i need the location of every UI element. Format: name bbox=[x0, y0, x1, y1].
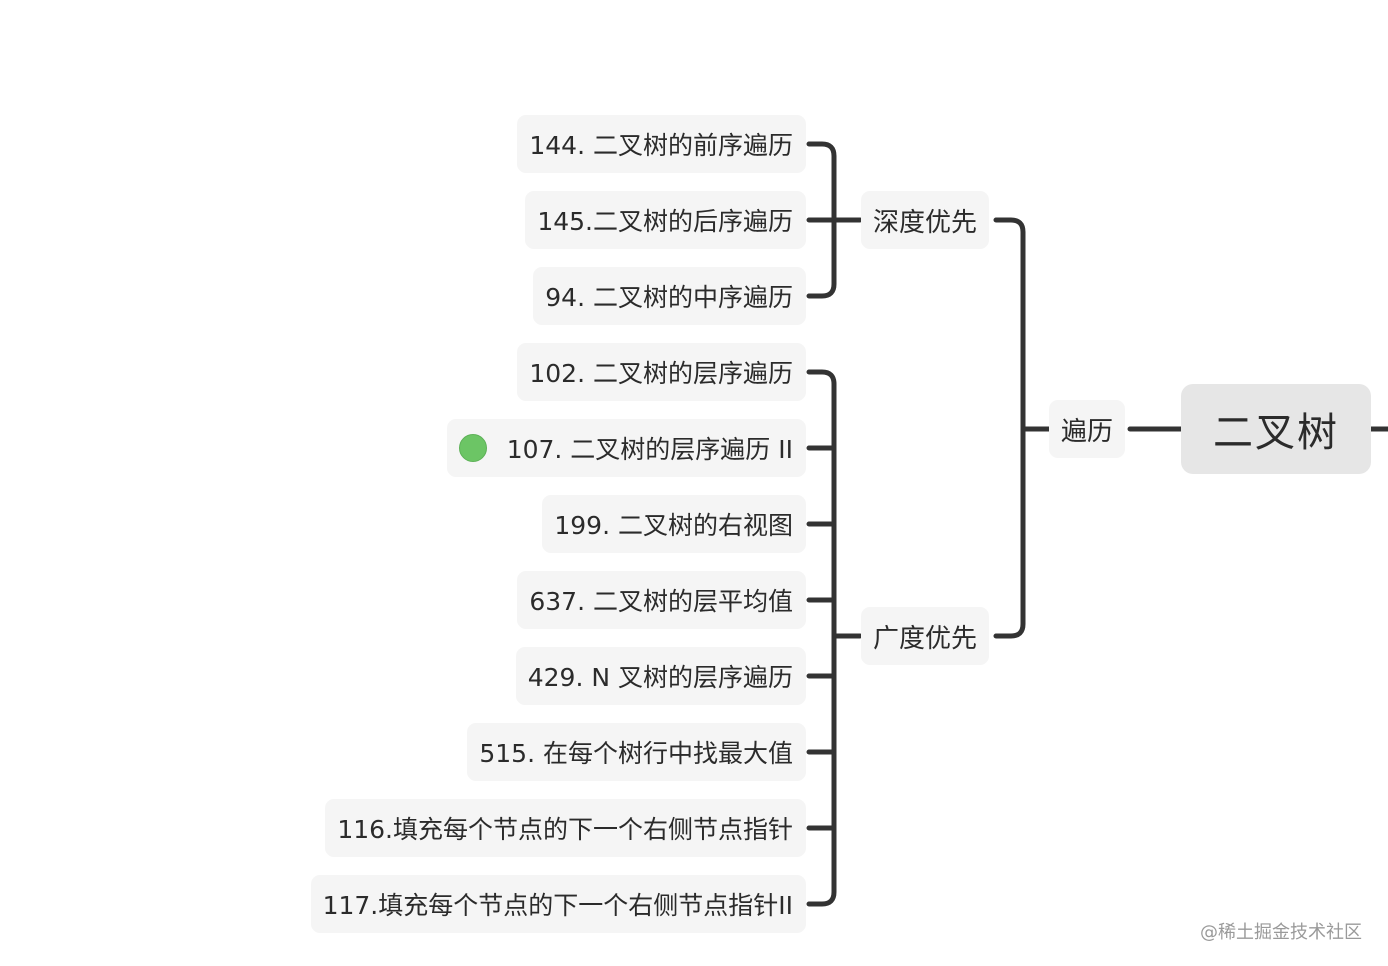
leaf-label: 94. 二叉树的中序遍历 bbox=[545, 283, 793, 312]
leaf-node[interactable]: 144. 二叉树的前序遍历 bbox=[517, 115, 806, 173]
leaf-node[interactable]: 145.二叉树的后序遍历 bbox=[525, 191, 806, 249]
leaf-node[interactable]: 199. 二叉树的右视图 bbox=[542, 495, 806, 553]
leaf-node[interactable]: 107. 二叉树的层序遍历 II bbox=[446, 419, 806, 477]
leaf-node[interactable]: 117.填充每个节点的下一个右侧节点指针II bbox=[310, 875, 806, 933]
connector-breadth-group bbox=[806, 369, 863, 907]
group-node-breadth-first[interactable]: 广度优先 bbox=[861, 607, 990, 665]
root-node[interactable]: 二叉树 bbox=[1181, 384, 1371, 474]
leaf-label: 199. 二叉树的右视图 bbox=[554, 511, 793, 540]
leaf-label: 107. 二叉树的层序遍历 II bbox=[506, 435, 793, 464]
green-dot-icon bbox=[458, 434, 487, 462]
watermark: @稀土掘金技术社区 bbox=[1200, 922, 1362, 943]
group-node-depth-first[interactable]: 深度优先 bbox=[861, 191, 990, 249]
leaf-node[interactable]: 429. N 叉树的层序遍历 bbox=[515, 647, 806, 705]
connector-branch-groups bbox=[993, 217, 1052, 639]
connector-depth-group bbox=[806, 141, 863, 299]
leaf-node[interactable]: 102. 二叉树的层序遍历 bbox=[517, 343, 806, 401]
leaf-label: 429. N 叉树的层序遍历 bbox=[527, 663, 793, 692]
leaf-label: 144. 二叉树的前序遍历 bbox=[529, 131, 793, 160]
leaf-node[interactable]: 116.填充每个节点的下一个右侧节点指针 bbox=[325, 799, 806, 857]
branch-node-traversal[interactable]: 遍历 bbox=[1049, 400, 1126, 458]
leaf-label: 117.填充每个节点的下一个右侧节点指针II bbox=[322, 891, 793, 920]
leaf-node[interactable]: 637. 二叉树的层平均值 bbox=[517, 571, 806, 629]
leaf-node[interactable]: 515. 在每个树行中找最大值 bbox=[467, 723, 806, 781]
leaf-label: 515. 在每个树行中找最大值 bbox=[479, 739, 793, 768]
leaf-node[interactable]: 94. 二叉树的中序遍历 bbox=[533, 267, 806, 325]
leaf-label: 116.填充每个节点的下一个右侧节点指针 bbox=[337, 815, 793, 844]
leaf-label: 637. 二叉树的层平均值 bbox=[529, 587, 793, 616]
leaf-label: 102. 二叉树的层序遍历 bbox=[529, 359, 793, 388]
leaf-label: 145.二叉树的后序遍历 bbox=[537, 207, 793, 236]
